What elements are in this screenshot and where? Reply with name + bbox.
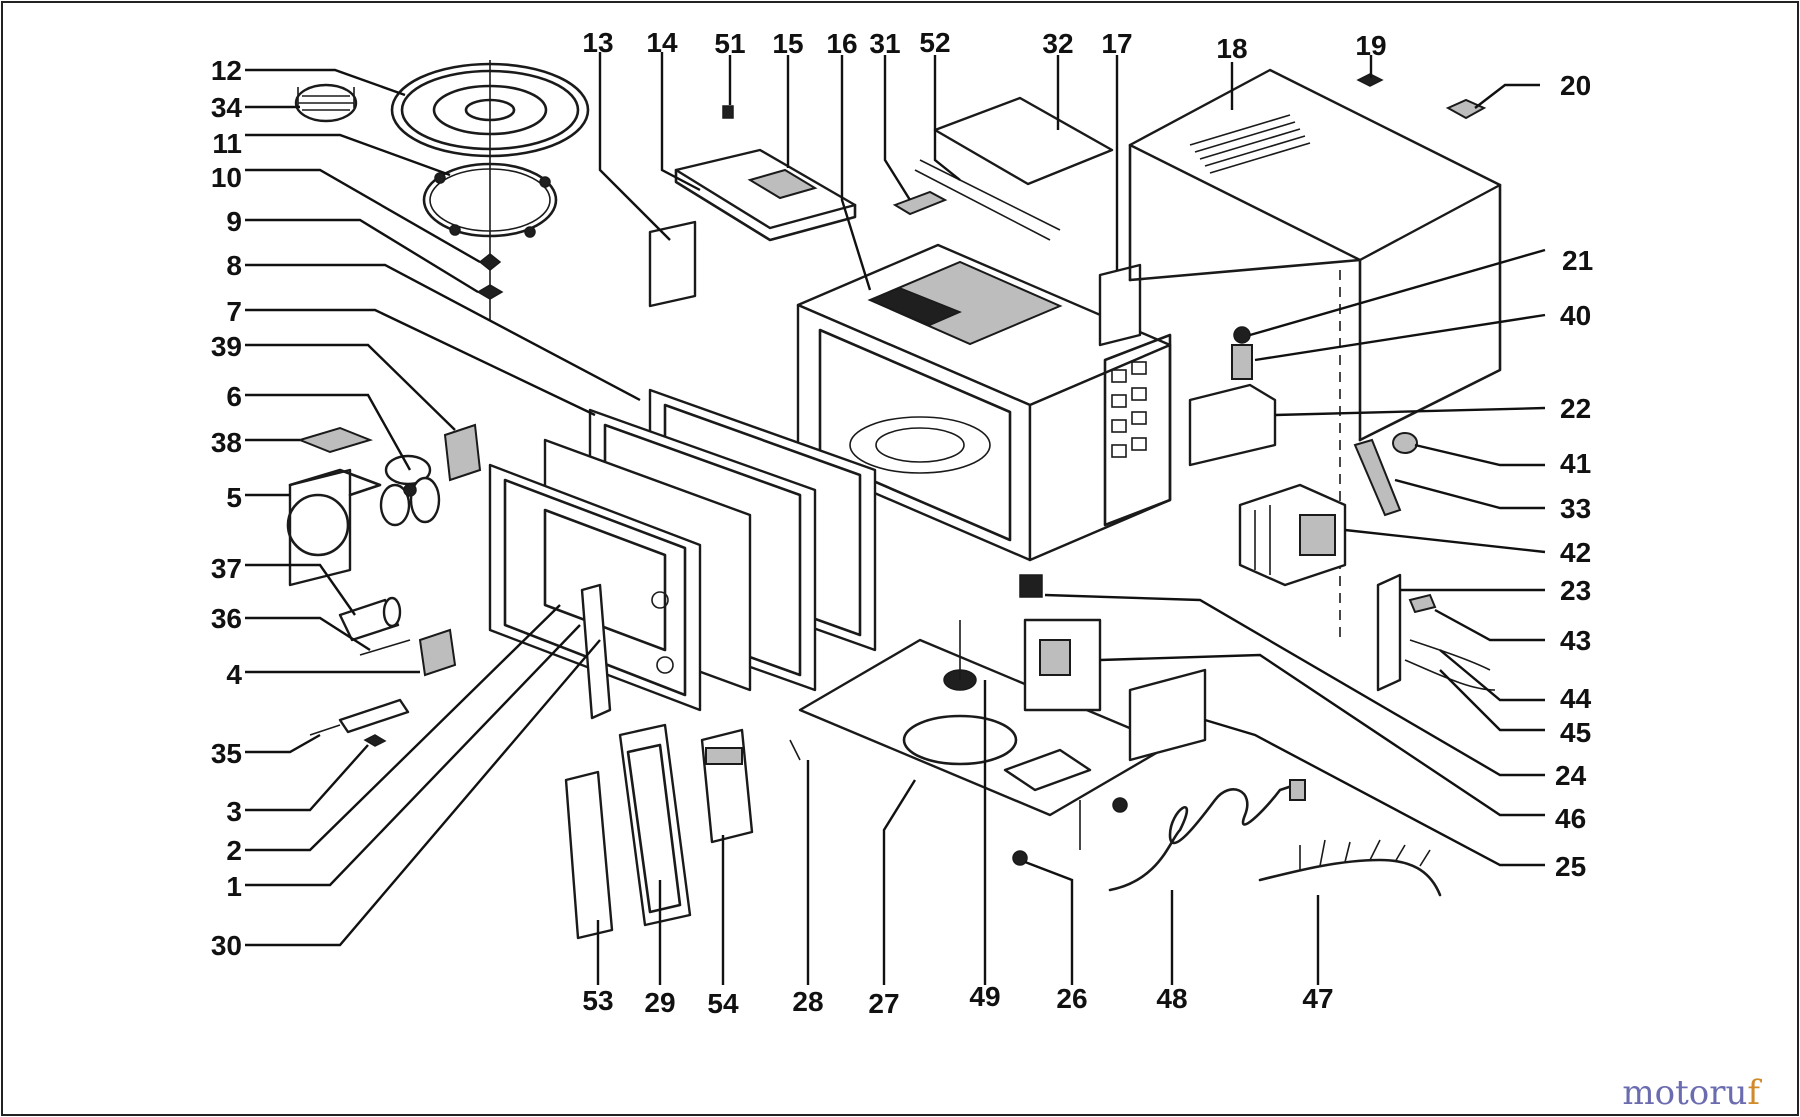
callout-36: 36 [211, 603, 242, 634]
fan-motor-part [286, 468, 382, 587]
callout-12: 12 [211, 55, 242, 86]
outer-casing-part [1128, 68, 1502, 640]
callout-28: 28 [792, 986, 823, 1017]
callout-20: 20 [1560, 70, 1591, 101]
callout-24: 24 [1555, 760, 1587, 791]
callout-52: 52 [919, 27, 950, 58]
callout-47: 47 [1302, 983, 1333, 1014]
brand-part-b: f [1747, 1073, 1760, 1113]
callout-35: 35 [211, 738, 242, 769]
callout-54: 54 [707, 988, 739, 1019]
callout-labels: 12 34 11 10 9 8 7 39 6 38 5 37 36 4 35 3… [211, 27, 1593, 1019]
callout-38: 38 [211, 427, 242, 458]
callout-21: 21 [1562, 245, 1593, 276]
callout-19: 19 [1355, 30, 1386, 61]
callout-8: 8 [226, 250, 242, 281]
cover-plate-part [648, 220, 697, 308]
brand-part-a: motoru [1622, 1073, 1748, 1113]
callout-51: 51 [714, 28, 745, 59]
callout-30: 30 [211, 930, 242, 961]
power-cord-part [1108, 783, 1297, 892]
callout-6: 6 [226, 381, 242, 412]
callout-16: 16 [826, 28, 857, 59]
callout-48: 48 [1156, 983, 1187, 1014]
callout-32: 32 [1042, 28, 1073, 59]
callout-53: 53 [582, 985, 613, 1016]
wire-harness-part [1258, 858, 1442, 897]
callout-43: 43 [1560, 625, 1591, 656]
lamp-housing-part [933, 96, 1114, 186]
callout-15: 15 [772, 28, 803, 59]
callout-27: 27 [868, 988, 899, 1019]
fan-blade-part [379, 454, 441, 527]
callout-2: 2 [226, 835, 242, 866]
callout-9: 9 [226, 206, 242, 237]
callout-41: 41 [1560, 448, 1591, 479]
callout-31: 31 [869, 28, 900, 59]
callout-22: 22 [1560, 393, 1591, 424]
callout-26: 26 [1056, 983, 1087, 1014]
callout-14: 14 [646, 27, 678, 58]
callout-13: 13 [582, 27, 613, 58]
callout-1: 1 [226, 871, 242, 902]
callout-42: 42 [1560, 537, 1591, 568]
callout-23: 23 [1560, 575, 1591, 606]
parts-illustration [286, 60, 1502, 940]
callout-40: 40 [1560, 300, 1591, 331]
callout-37: 37 [211, 553, 242, 584]
callout-49: 49 [969, 981, 1000, 1012]
callout-7: 7 [226, 296, 242, 327]
callout-46: 46 [1555, 803, 1586, 834]
callout-44: 44 [1560, 683, 1592, 714]
callout-3: 3 [226, 796, 242, 827]
grill-rack-part [294, 83, 358, 123]
callout-33: 33 [1560, 493, 1591, 524]
callout-39: 39 [211, 331, 242, 362]
capacitor-part [338, 596, 402, 642]
oven-cavity-part [796, 243, 1172, 562]
callout-17: 17 [1101, 28, 1132, 59]
brand-watermark: motoruf [1622, 1073, 1760, 1113]
callout-18: 18 [1216, 33, 1247, 64]
callout-25: 25 [1555, 851, 1586, 882]
callout-5: 5 [226, 482, 242, 513]
control-panel-part [564, 723, 754, 940]
callout-34: 34 [211, 92, 243, 123]
fan-bracket-part [1188, 383, 1277, 467]
callout-10: 10 [211, 162, 242, 193]
transformer-part [1238, 483, 1347, 587]
leader-lines [245, 52, 1546, 985]
callout-29: 29 [644, 987, 675, 1018]
door-assembly-part [488, 388, 877, 720]
callout-45: 45 [1560, 717, 1591, 748]
callout-4: 4 [226, 659, 242, 690]
callout-11: 11 [212, 128, 242, 159]
